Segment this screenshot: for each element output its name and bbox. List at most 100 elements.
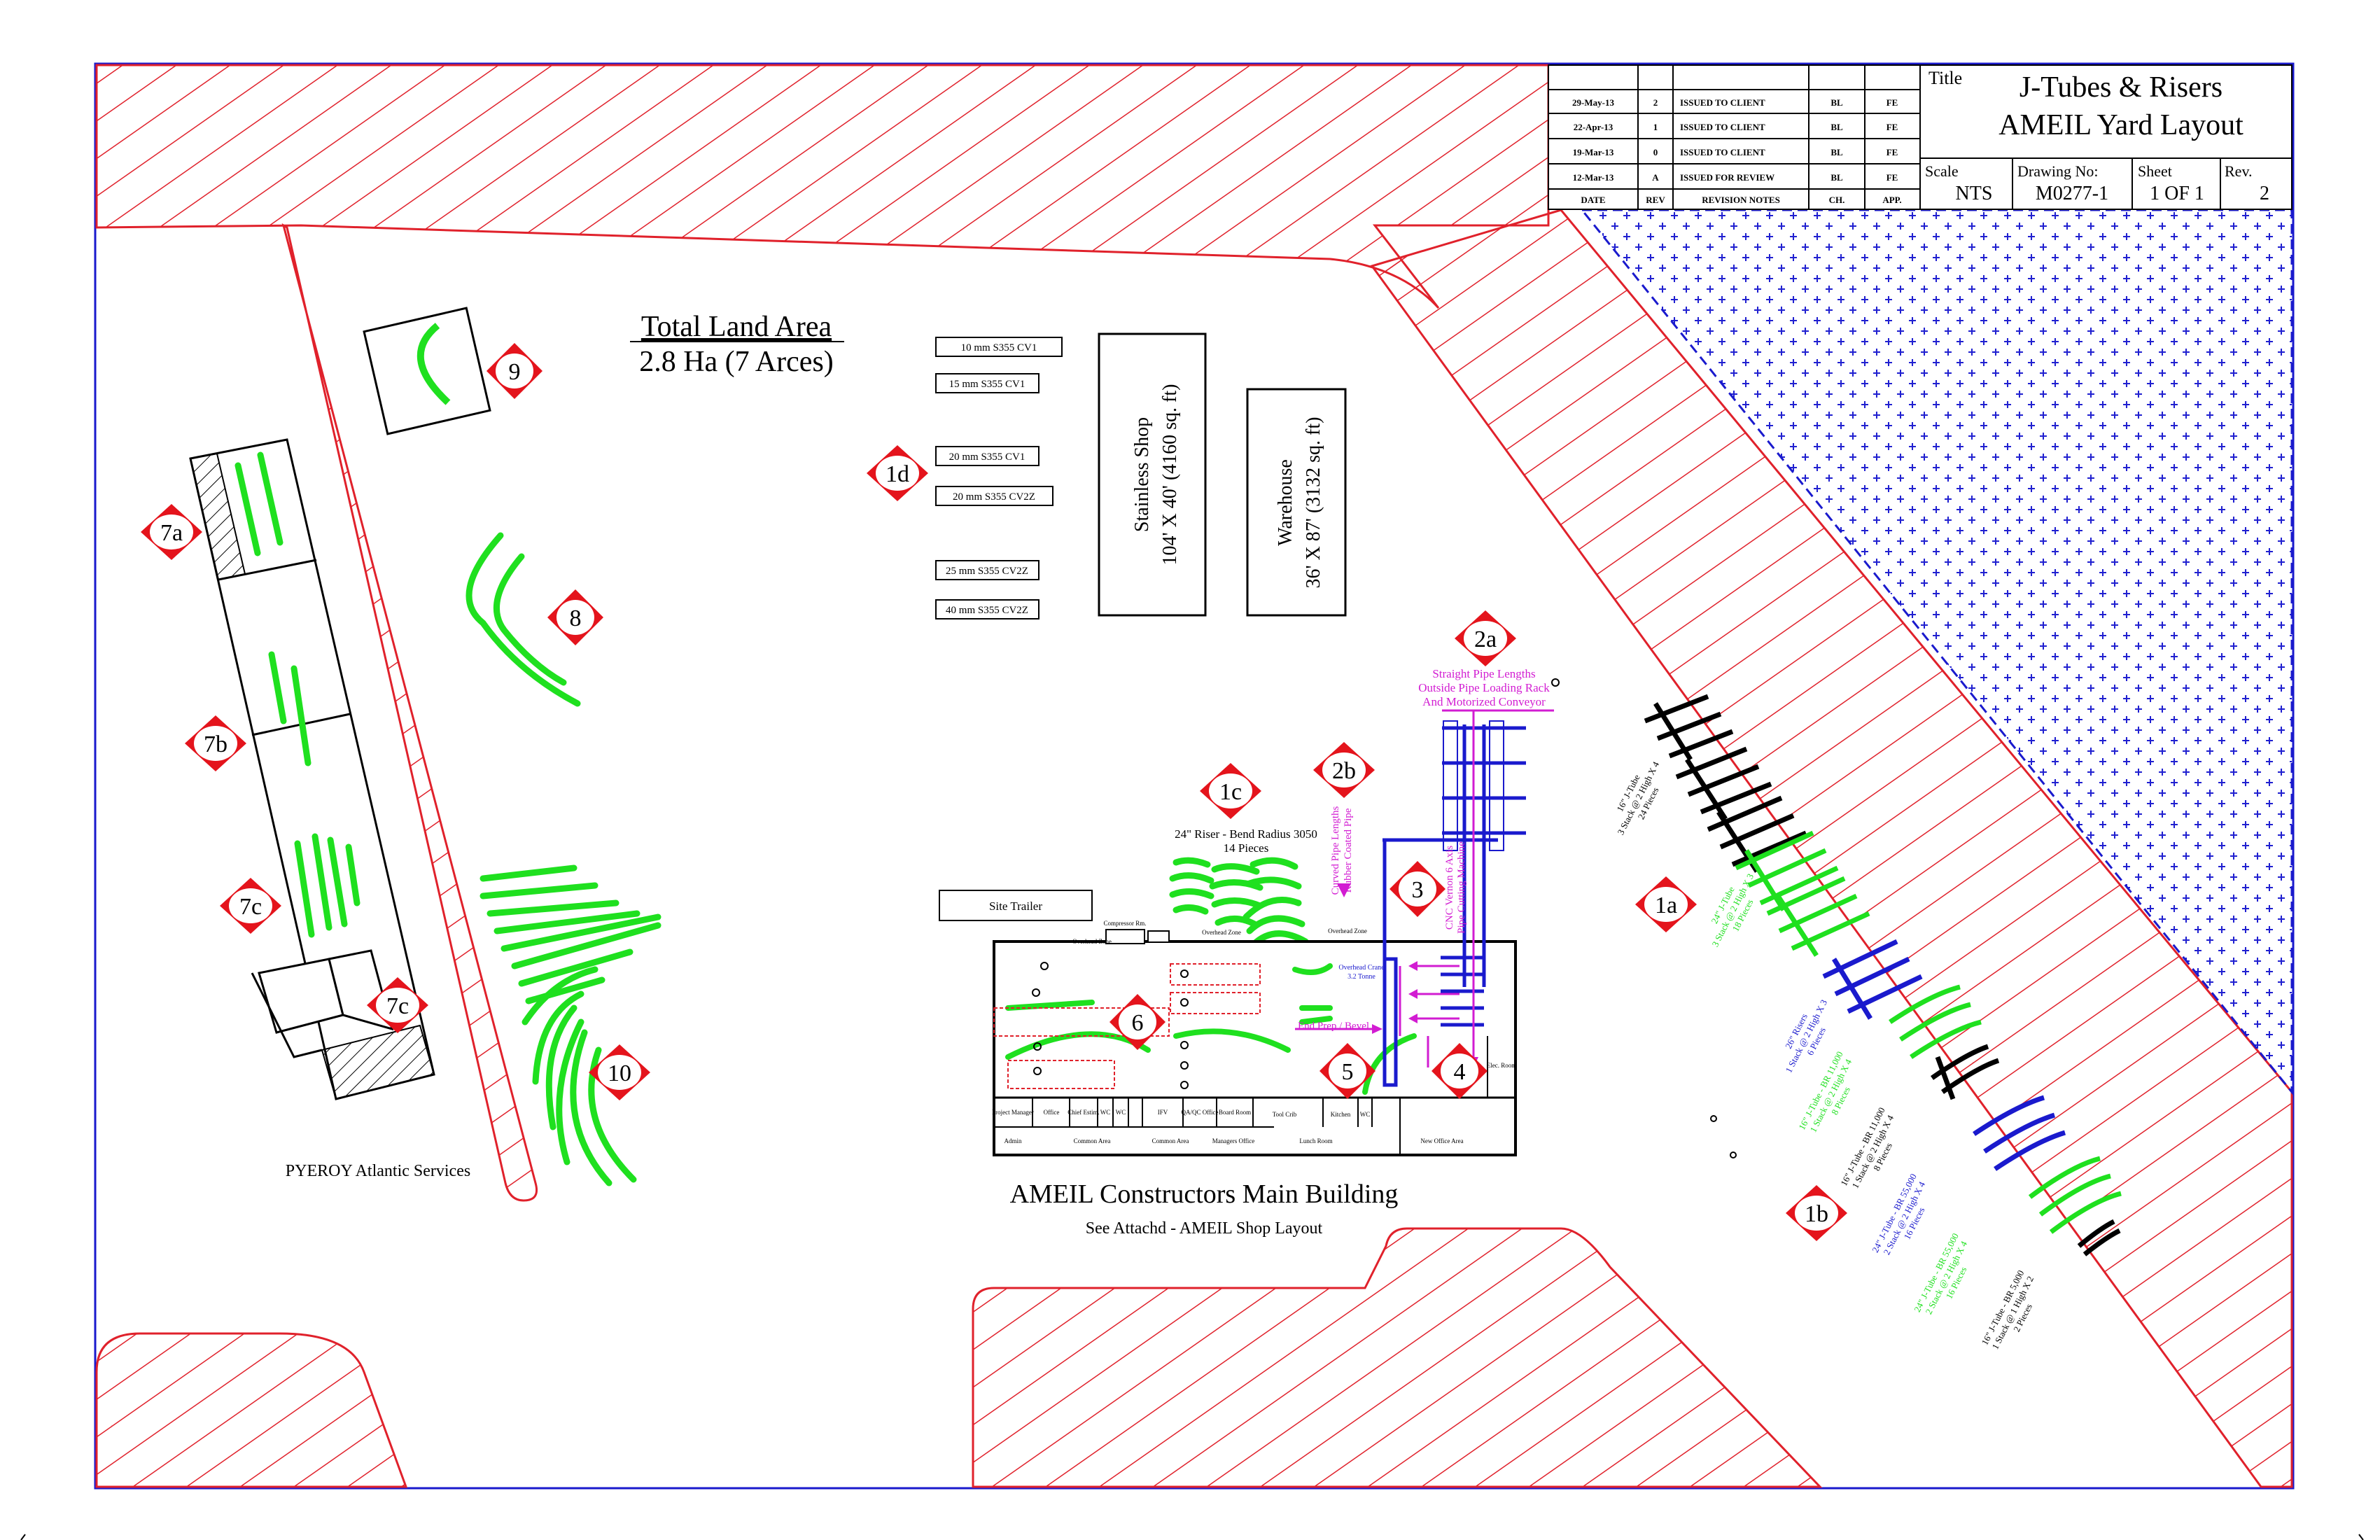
rev-value: 2 bbox=[2260, 183, 2269, 204]
room-label: QA/QC Office bbox=[1181, 1109, 1218, 1116]
site-trailer bbox=[939, 890, 1093, 921]
title-block: 29-May-13 2 ISSUED TO CLIENT BL FE 22-Ap… bbox=[1548, 64, 2292, 210]
room-label: Admin bbox=[1004, 1138, 1022, 1144]
main-building-subtitle: See Attachd - AMEIL Shop Layout bbox=[1086, 1219, 1323, 1238]
title-label: Title bbox=[1928, 68, 1962, 88]
rack-label: 16" J-Tube 3 Stack @ 2 High X 4 24 Piece… bbox=[1614, 760, 1661, 836]
pyeroy-label: PYEROY Atlantic Services bbox=[286, 1162, 470, 1180]
area-markers: 9 1d 7a 8 7b 7c 7c 10 bbox=[141, 343, 1847, 1241]
scale-value: NTS bbox=[1956, 183, 1993, 204]
rev-header-ch: CH. bbox=[1829, 195, 1845, 205]
area-1c-pipes bbox=[1169, 857, 1309, 948]
room-label: Overhead Zone bbox=[1202, 929, 1241, 936]
scale-label: Scale bbox=[1925, 162, 1959, 180]
sheet-value: 1 OF 1 bbox=[2150, 183, 2204, 204]
area-marker-label: 7c bbox=[239, 894, 262, 920]
area-marker-3: 3 bbox=[1390, 861, 1446, 917]
room-label: Office bbox=[1044, 1109, 1060, 1116]
note-3-line2: Pipe Cutting Machine bbox=[1456, 841, 1467, 934]
room-label: Common Area bbox=[1074, 1138, 1111, 1144]
area-marker-label: 7b bbox=[204, 732, 227, 757]
area-marker-2a: 2a bbox=[1455, 610, 1516, 666]
area-marker-label: 1b bbox=[1805, 1201, 1828, 1227]
room-label: Board Room bbox=[1219, 1109, 1251, 1116]
room-label: IFV bbox=[1158, 1109, 1168, 1116]
area-marker-label: 6 bbox=[1132, 1010, 1144, 1036]
rev-header-rev: REV bbox=[1646, 195, 1665, 205]
rev-date-4: 12-Mar-13 bbox=[1573, 172, 1614, 183]
area-marker-label: 1c bbox=[1219, 779, 1242, 805]
area-marker-10: 10 bbox=[589, 1044, 650, 1100]
diagonal-road bbox=[281, 223, 538, 1202]
room-label: Project Manager bbox=[992, 1109, 1034, 1116]
area-marker-5: 5 bbox=[1320, 1043, 1376, 1099]
area-marker-8: 8 bbox=[547, 589, 603, 645]
area-marker-label: 7a bbox=[160, 520, 183, 546]
room-label: Compressor Rm. bbox=[1103, 920, 1146, 927]
area-marker-label: 3 bbox=[1412, 877, 1424, 903]
area-marker-label: 1a bbox=[1655, 892, 1677, 918]
end-prep-label: End Prep / Bevel bbox=[1298, 1021, 1369, 1032]
area-marker-label: 9 bbox=[509, 359, 521, 385]
drawing-border bbox=[94, 62, 2295, 1490]
marker-dot bbox=[1710, 1115, 1717, 1122]
plate-stock-list: 10 mm S355 CV1 15 mm S355 CV1 20 mm S355… bbox=[935, 337, 1063, 620]
area-8-pipes bbox=[465, 532, 581, 707]
area-marker-label: 8 bbox=[570, 606, 582, 631]
rev-app-4: FE bbox=[1886, 172, 1898, 183]
marker-dot bbox=[1730, 1152, 1737, 1158]
drawing-no-value: M0277-1 bbox=[2036, 183, 2108, 204]
note-2a-line1: Straight Pipe Lengths bbox=[1432, 667, 1535, 680]
area-marker-2b: 2b bbox=[1313, 742, 1375, 798]
site-trailer-label: Site Trailer bbox=[989, 899, 1042, 913]
room-label: Managers Office bbox=[1212, 1138, 1255, 1144]
plate-label: 15 mm S355 CV1 bbox=[949, 379, 1026, 390]
rev-date-3: 19-Mar-13 bbox=[1573, 147, 1614, 158]
pyeroy-pipes bbox=[234, 451, 360, 938]
rack-label: 24" J-Tube - BR 55,000 2 Stack @ 2 High … bbox=[1870, 1172, 1927, 1256]
rev-num-1: 2 bbox=[1653, 97, 1658, 108]
room-label: Tool Crib bbox=[1273, 1111, 1297, 1118]
area-marker-label: 1d bbox=[886, 461, 909, 487]
plate-label: 40 mm S355 CV2Z bbox=[946, 605, 1028, 616]
main-building: Project Manager Office Chief Estim. WC W… bbox=[992, 709, 1554, 1156]
sheet-label: Sheet bbox=[2138, 162, 2172, 180]
plate-label: 20 mm S355 CV2Z bbox=[953, 491, 1035, 503]
room-label: Lunch Room bbox=[1299, 1138, 1332, 1144]
rev-header-notes: REVISION NOTES bbox=[1702, 195, 1780, 205]
note-3-line1: CNC Vernon 6 Axis bbox=[1444, 846, 1455, 930]
hatched-strip-diagonal bbox=[1370, 209, 2293, 1488]
drawing-no-label: Drawing No: bbox=[2017, 162, 2098, 180]
area-marker-7c: 7c bbox=[220, 878, 281, 934]
drawing-title-line2: AMEIL Yard Layout bbox=[1998, 109, 2244, 141]
arrow-2b bbox=[1337, 883, 1351, 897]
room-label: Overhead Zone bbox=[1072, 938, 1112, 945]
rack-label: 16" J-Tube - BR 5,000 1 Stack @ 1 High X… bbox=[1980, 1268, 2036, 1351]
area-10-pipes bbox=[479, 864, 662, 1186]
area-marker-label: 5 bbox=[1342, 1059, 1354, 1085]
stainless-shop-size: 104' X 40' (4160 sq. ft) bbox=[1159, 384, 1181, 566]
room-label: Common Area bbox=[1152, 1138, 1189, 1144]
crop-mark bbox=[20, 1534, 26, 1540]
area-marker-1d: 1d bbox=[867, 445, 928, 501]
room-label: New Office Area bbox=[1420, 1138, 1463, 1144]
rev-app-3: FE bbox=[1886, 147, 1898, 158]
rev-ch-3: BL bbox=[1830, 147, 1843, 158]
room-label: Overhead Zone bbox=[1328, 927, 1367, 934]
rev-notes-2: ISSUED TO CLIENT bbox=[1680, 122, 1765, 132]
area-marker-1b: 1b bbox=[1786, 1185, 1847, 1241]
rev-date-1: 29-May-13 bbox=[1572, 97, 1614, 108]
drawing-title-line1: J-Tubes & Risers bbox=[2019, 71, 2222, 104]
area-marker-7b: 7b bbox=[185, 715, 246, 771]
hatched-area-bottom-center bbox=[972, 1227, 1823, 1488]
area-marker-1c: 1c bbox=[1200, 763, 1261, 819]
area-marker-1a: 1a bbox=[1635, 876, 1697, 932]
rack-label: 16" J-Tube - BR 11,000 1 Stack @ 2 High … bbox=[1838, 1105, 1896, 1190]
rev-ch-2: BL bbox=[1830, 122, 1843, 132]
area-marker-label: 2b bbox=[1332, 758, 1356, 784]
rev-notes-3: ISSUED TO CLIENT bbox=[1680, 147, 1765, 158]
warehouse-size: 36' X 87' (3132 sq. ft) bbox=[1303, 417, 1324, 589]
area-9-pipe bbox=[416, 323, 451, 405]
note-2b-line2: Rubber Coated Pipe bbox=[1343, 808, 1354, 892]
area-marker-4: 4 bbox=[1432, 1043, 1488, 1099]
